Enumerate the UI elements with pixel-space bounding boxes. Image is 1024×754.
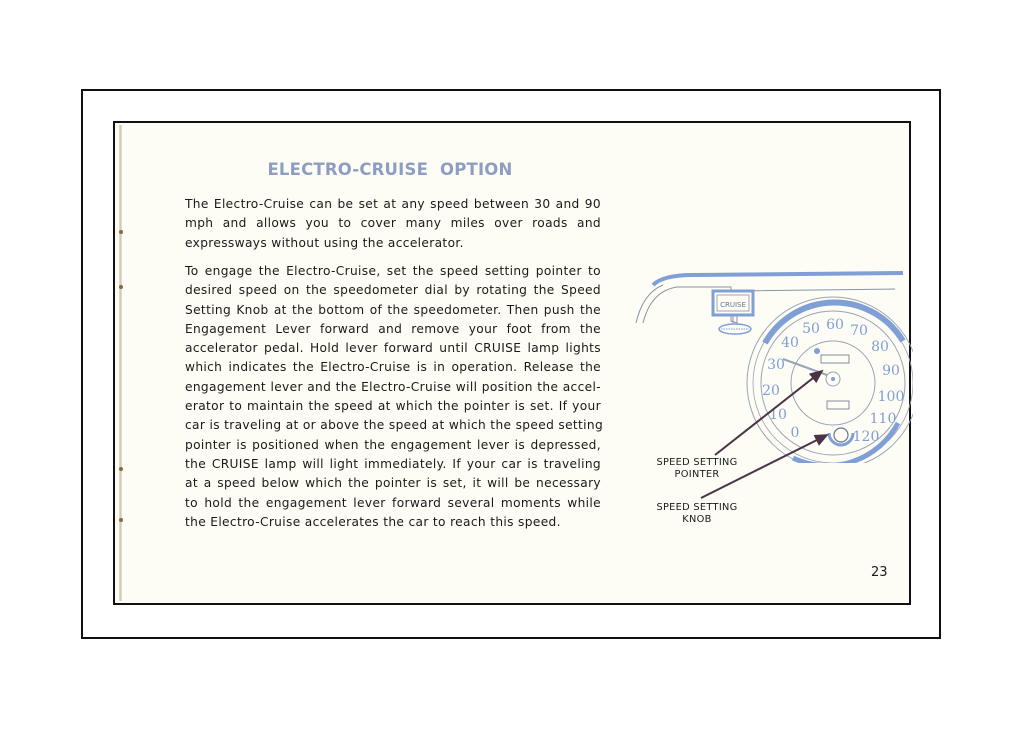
svg-text:80: 80: [871, 339, 889, 355]
svg-text:100: 100: [878, 389, 905, 405]
text-line: at a speed below which the pointer is se…: [185, 476, 601, 491]
manual-page: ELECTRO-CRUISE OPTION The Electro-Cruise…: [113, 121, 913, 605]
paragraph-intro: The Electro-Cruise can be set at any spe…: [185, 195, 601, 253]
binding-hole: [119, 518, 123, 522]
svg-text:40: 40: [781, 335, 799, 351]
page-spine: [119, 125, 122, 601]
text-line: pointer is positioned when the engagemen…: [185, 437, 601, 452]
svg-text:CRUISE: CRUISE: [720, 301, 746, 309]
svg-text:20: 20: [762, 383, 780, 399]
text-line: engagement lever and the Electro-Cruise …: [185, 379, 601, 394]
text-line: mph and allows you to cover many miles o…: [185, 216, 601, 231]
svg-text:30: 30: [767, 357, 785, 373]
svg-text:60: 60: [826, 317, 844, 333]
binding-hole: [119, 285, 123, 289]
text-line: accelerator pedal. Hold lever forward un…: [185, 341, 601, 356]
svg-text:70: 70: [850, 323, 868, 339]
text-line: the Electro-Cruise accelerates the car t…: [185, 514, 561, 529]
callout-label: SPEED SETTING: [656, 457, 738, 468]
callout-speed-setting-pointer: SPEED SETTING POINTER: [642, 457, 752, 481]
paragraph-instructions: To engage the Electro-Cruise, set the sp…: [185, 262, 604, 532]
binding-hole: [119, 230, 123, 234]
svg-text:50: 50: [802, 321, 820, 337]
text-line: desired speed on the speedometer dial by…: [185, 283, 601, 298]
speedometer-dial: 0 10 20 30 40 50 60 70 80 90 100 110 120: [746, 296, 913, 463]
callout-label: POINTER: [674, 469, 720, 480]
callout-label: KNOB: [682, 514, 712, 525]
text-line: expressways without using the accelerato…: [185, 235, 464, 250]
svg-text:0: 0: [791, 425, 800, 441]
cruise-lamp-icon: CRUISE: [711, 289, 755, 335]
page-title: ELECTRO-CRUISE OPTION: [267, 160, 513, 179]
svg-text:110: 110: [870, 411, 897, 427]
text-line: to hold the engagement lever forward sev…: [185, 495, 601, 510]
text-line: Engagement Lever forward and remove your…: [185, 321, 601, 336]
text-line: car is traveling at or above the speed a…: [185, 418, 604, 433]
text-line: erator to maintain the speed at which th…: [185, 399, 601, 414]
callout-label: SPEED SETTING: [656, 502, 738, 513]
binding-hole: [119, 467, 123, 471]
text-line: The Electro-Cruise can be set at any spe…: [185, 197, 601, 211]
text-line: the CRUISE lamp will light immediately. …: [185, 456, 601, 471]
svg-text:120: 120: [853, 429, 880, 445]
svg-text:10: 10: [769, 407, 787, 423]
page-number: 23: [871, 565, 888, 580]
callout-speed-setting-knob: SPEED SETTING KNOB: [642, 502, 752, 526]
speedometer-illustration: CRUISE 0 10 20 30 40 50 60 70 80: [635, 271, 913, 463]
text-line: Setting Knob at the bottom of the speedo…: [185, 302, 601, 317]
svg-text:90: 90: [882, 363, 900, 379]
text-line: To engage the Electro-Cruise, set the sp…: [185, 264, 601, 278]
text-line: which indicates the Electro-Cruise is in…: [185, 360, 601, 375]
